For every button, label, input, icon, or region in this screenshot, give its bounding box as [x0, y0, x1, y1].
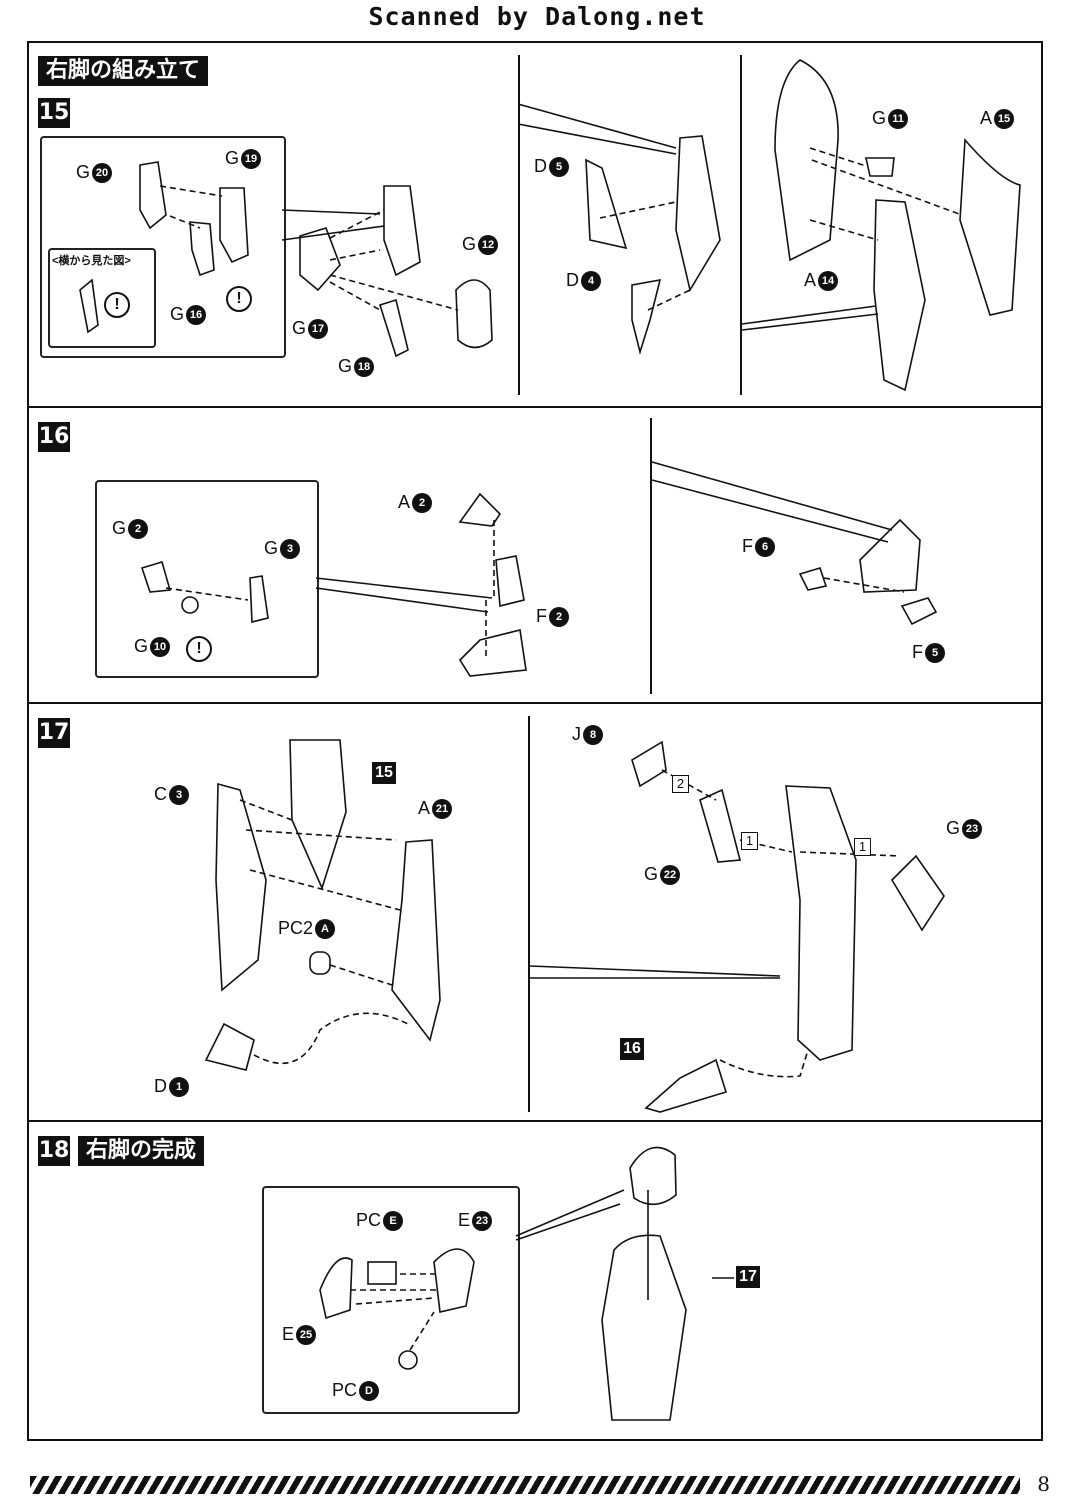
divider-15-b [740, 55, 742, 395]
part-pc-d-drawing [398, 1350, 418, 1370]
part-g10-drawing [181, 596, 199, 614]
thigh-ref-15-drawing [289, 739, 347, 891]
instruction-frame [27, 41, 1043, 1441]
part-g16-drawing [189, 221, 215, 277]
sub-assembly-ref-16: 16 [620, 1038, 644, 1060]
part-g2-drawing [140, 561, 172, 593]
foot-assembly-drawing [859, 518, 921, 593]
part-d4-drawing [631, 278, 662, 355]
part-g12-drawing [455, 279, 493, 349]
warning-icon-side-view: ! [104, 292, 130, 318]
ankle-joint-drawing [495, 555, 525, 608]
part-j8-drawing [631, 740, 667, 788]
part-g11-drawing [865, 157, 895, 177]
side-view-part-drawing [79, 278, 99, 334]
divider-16 [650, 418, 652, 694]
footer-stripe [30, 1476, 1020, 1494]
divider-15-16 [27, 406, 1043, 408]
part-f6-drawing [798, 567, 828, 591]
divider-17 [528, 716, 530, 1112]
step-18-badge: 18 [38, 1136, 70, 1166]
knee-assembly-2-drawing [675, 135, 721, 293]
part-g3-drawing [249, 575, 269, 624]
part-f2-drawing [458, 629, 527, 677]
part-g18-drawing [378, 298, 409, 358]
part-d1-drawing [204, 1022, 255, 1071]
sub-assembly-ref-15: 15 [372, 762, 396, 784]
scan-watermark: Scanned by Dalong.net [368, 2, 706, 31]
step-16-badge: 16 [38, 422, 70, 452]
step-18-title: 右脚の完成 [78, 1136, 205, 1166]
part-d5-drawing [585, 158, 628, 250]
part-pc-e-drawing [367, 1261, 397, 1285]
part-e25-drawing [319, 1257, 353, 1320]
leg-knee-assembly-drawing [383, 185, 421, 277]
side-view-inset [48, 248, 156, 348]
part-pc2-drawing [309, 951, 331, 975]
part-g23-drawing [890, 854, 945, 932]
divider-17-18 [27, 1120, 1043, 1122]
order-mark-2: 2 [672, 775, 689, 793]
part-a21-drawing [391, 839, 441, 1042]
sub-assembly-ref-17: 17 [736, 1266, 760, 1288]
right-leg-complete-drawing [601, 1234, 687, 1421]
section-title: 右脚の組み立て [38, 56, 209, 86]
part-c3-drawing [215, 782, 267, 992]
part-f5-drawing [900, 597, 938, 626]
order-mark-1a: 1 [741, 832, 758, 850]
lower-leg-assembly-drawing [873, 199, 926, 392]
foot-ref-16-drawing [644, 1058, 728, 1113]
leg-assembly-drawing [785, 785, 857, 1061]
part-a15-drawing [959, 138, 1021, 316]
hip-joint-drawing [629, 1146, 677, 1206]
warning-icon-g10: ! [186, 636, 212, 662]
step-17-badge: 17 [38, 718, 70, 748]
divider-16-17 [27, 702, 1043, 704]
side-view-note: <横から見た図> [52, 255, 131, 267]
warning-icon-g16: ! [226, 286, 252, 312]
page-number: 8 [1037, 1472, 1050, 1496]
divider-15-a [518, 55, 520, 395]
step-15-badge: 15 [38, 98, 70, 128]
part-a14-drawing [774, 59, 839, 262]
part-g19-drawing [219, 187, 249, 264]
part-g17-drawing [299, 227, 341, 292]
part-g22-drawing [699, 788, 742, 863]
part-g20-drawing [139, 161, 167, 230]
order-mark-1b: 1 [854, 838, 871, 856]
part-a2-drawing [458, 492, 502, 527]
part-e23-drawing [433, 1248, 475, 1313]
